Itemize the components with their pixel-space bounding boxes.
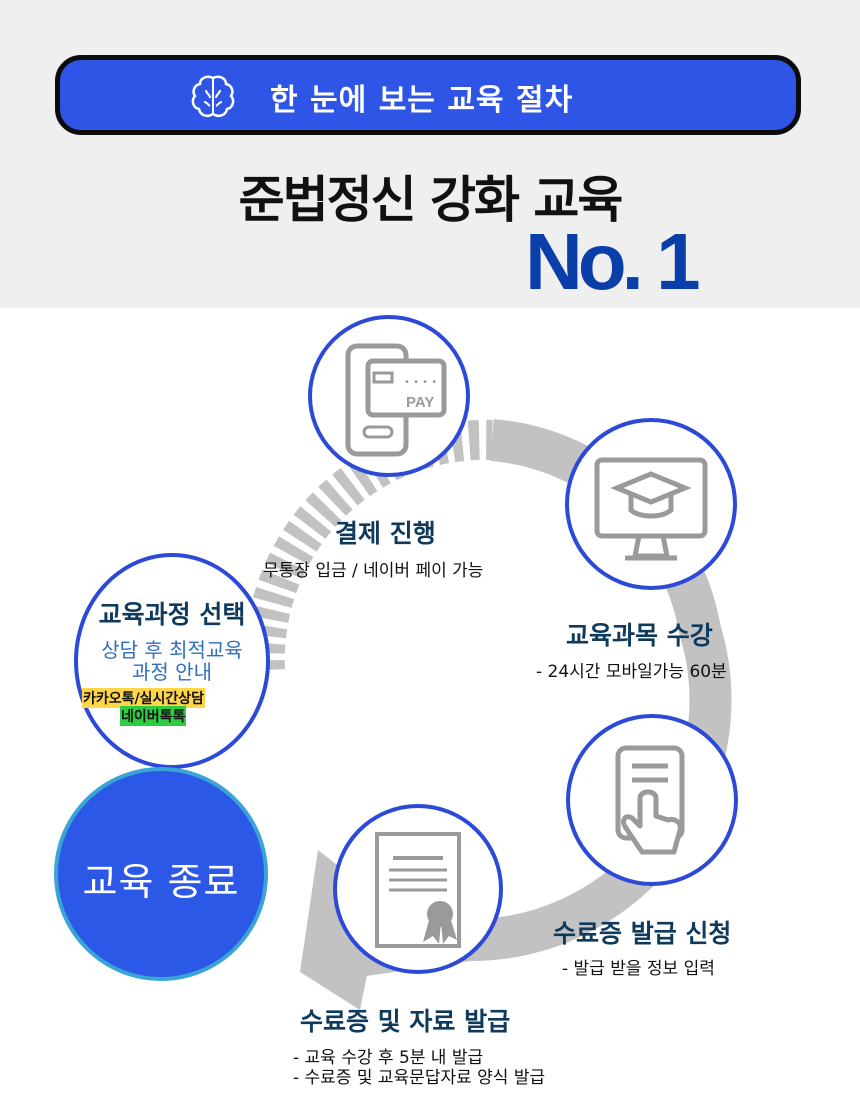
- mobile-pay-icon: • • • • • PAY: [345, 343, 447, 457]
- main-title: 준법정신 강화 교육: [238, 171, 624, 229]
- issue-step-title: 수료증 및 자료 발급: [300, 1007, 511, 1036]
- payment-step-title: 결제 진행: [335, 519, 436, 548]
- hand-touch-document-icon: [615, 745, 685, 855]
- certificate-icon: [375, 832, 461, 948]
- course-step-circle: [565, 418, 737, 590]
- no1-badge: No. 1: [525, 217, 701, 306]
- select-step-sub-2: 과정 안내: [132, 660, 212, 684]
- monitor-graduation-cap-icon: [594, 457, 708, 561]
- brain-icon: [191, 75, 235, 118]
- course-step-title: 교육과목 수강: [566, 621, 713, 650]
- issue-step-desc-1: - 교육 수강 후 5분 내 발급: [293, 1048, 484, 1068]
- payment-step-circle: • • • • • PAY: [308, 315, 470, 477]
- apply-step-circle: [566, 714, 738, 886]
- issue-step-desc-2: - 수료증 및 교육문답자료 양식 발급: [293, 1068, 546, 1088]
- select-step-circle: [74, 553, 270, 769]
- select-step-title: 교육과정 선택: [98, 600, 246, 629]
- process-title: 한 눈에 보는 교육 절차: [270, 83, 574, 118]
- course-step-desc: - 24시간 모바일가능 60분: [536, 662, 727, 682]
- apply-step-desc: - 발급 받을 정보 입력: [562, 959, 715, 979]
- svg-text:• • • • •: • • • • •: [404, 377, 446, 388]
- process-title-pill: 한 눈에 보는 교육 절차: [55, 55, 801, 135]
- end-step-circle: 교육 종료: [54, 767, 268, 981]
- issue-step-circle: [333, 804, 503, 974]
- kakao-highlight: 카카오톡/실시간상담: [82, 688, 206, 708]
- select-step-sub-1: 상담 후 최적교육: [101, 638, 243, 662]
- apply-step-title: 수료증 발급 신청: [553, 919, 732, 948]
- naver-highlight: 네이버톡톡: [120, 706, 187, 726]
- header-background: [0, 0, 860, 308]
- payment-step-desc: 무통장 입금 / 네이버 페이 가능: [263, 561, 484, 581]
- end-step-label: 교육 종료: [82, 860, 240, 904]
- svg-text:PAY: PAY: [406, 394, 434, 411]
